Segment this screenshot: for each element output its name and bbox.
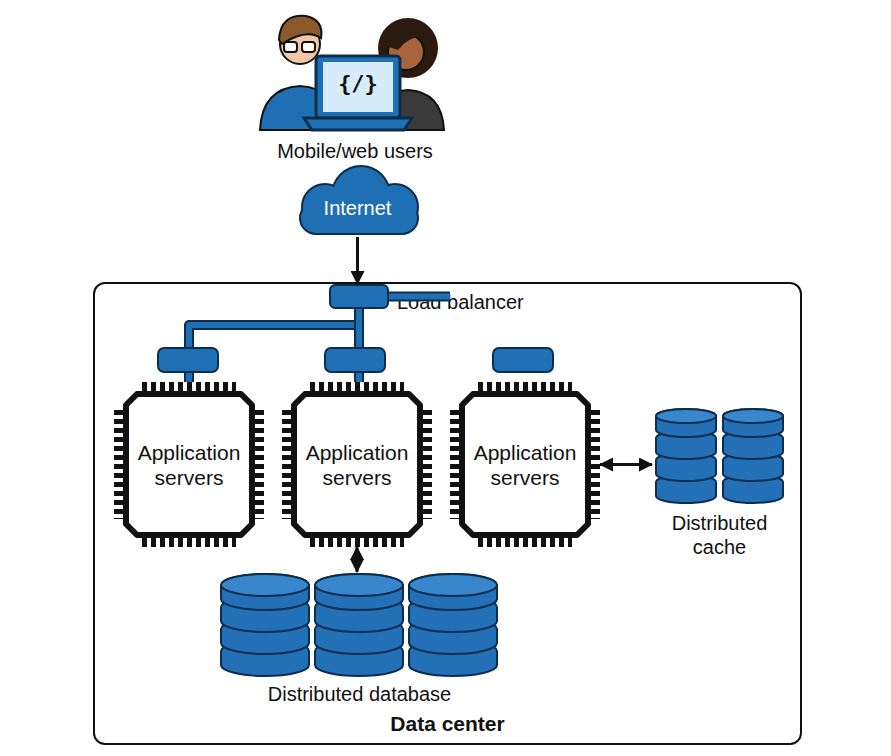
server-chip: Application servers: [282, 382, 432, 547]
server-chip: Application servers: [450, 382, 600, 547]
bus-fill: [389, 294, 450, 300]
bus-nub: [325, 348, 385, 372]
node-label: Application servers: [470, 440, 580, 490]
bus-nub: [158, 348, 218, 372]
bus-outline: [389, 292, 450, 302]
bus-link: [389, 296, 450, 297]
database-cluster: Distributed database: [217, 572, 502, 707]
arrow-line: [356, 547, 359, 572]
arrow-link: [357, 547, 358, 572]
node-label: Distributed database: [217, 682, 502, 706]
node-outline: [282, 382, 432, 547]
node-outline: [114, 382, 264, 547]
node-outline: [450, 382, 600, 547]
arrow-line: [600, 463, 652, 466]
cache-cluster: Distributed cache: [652, 407, 787, 559]
node-label: Internet: [285, 196, 430, 220]
users-illustration: [0, 0, 891, 170]
node-label: Application servers: [302, 440, 412, 490]
internet-cloud: Internet: [285, 165, 430, 237]
arrow-link: [357, 237, 358, 284]
node-label: Distributed cache: [664, 511, 775, 559]
arrow-line: [356, 237, 359, 284]
bus-nub: [493, 348, 553, 372]
node-label: Data center: [95, 711, 800, 737]
node-label: Mobile/web users: [255, 139, 455, 163]
load-balancer-box: Load balancer: [329, 284, 389, 309]
arrow-link: [600, 464, 652, 465]
node-label: Application servers: [134, 440, 244, 490]
server-chip: Application servers: [114, 382, 264, 547]
code-icon-label: {/}: [323, 71, 393, 97]
